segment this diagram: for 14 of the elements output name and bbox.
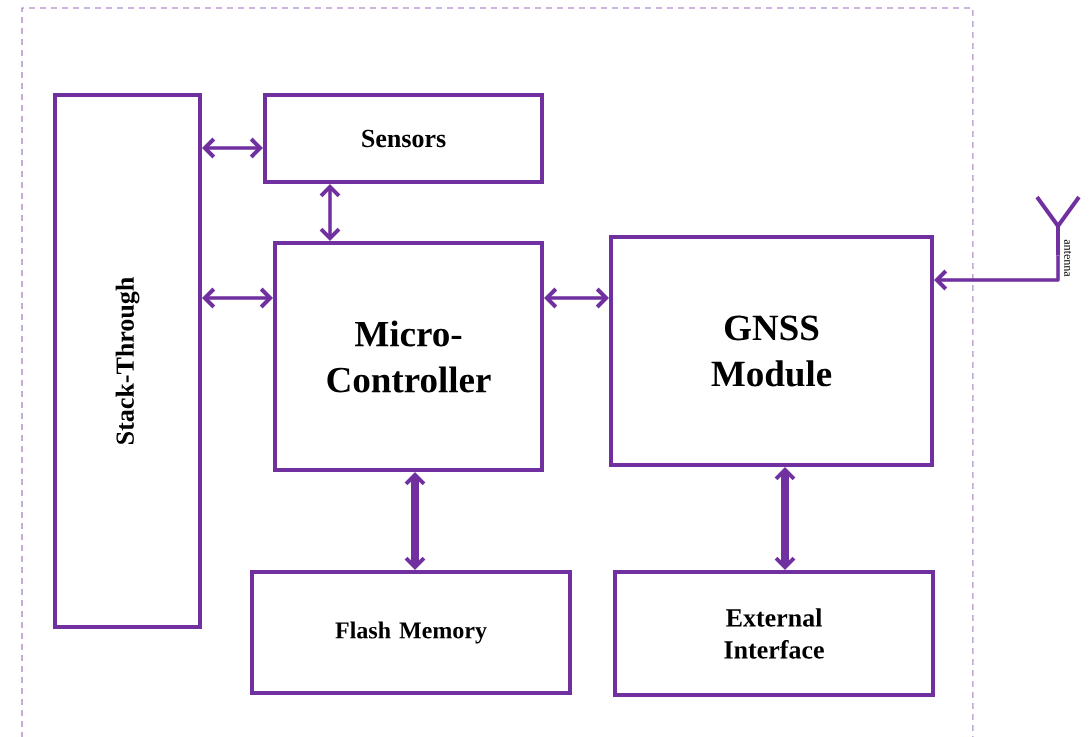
arrow: [774, 467, 796, 570]
block-box: Micro- Controller: [273, 241, 544, 472]
block-box: External Interface: [613, 570, 935, 697]
arrow: [202, 287, 273, 309]
arrow: [934, 255, 1060, 291]
block-box: Sensors: [263, 93, 544, 184]
block-box: Flash Memory: [250, 570, 572, 695]
arrow: [319, 184, 341, 241]
arrow: [202, 137, 263, 159]
antenna-label: antenna: [1064, 239, 1072, 277]
arrow: [404, 472, 426, 570]
block-box: Stack-Through: [53, 93, 202, 629]
block-box: GNSS Module: [609, 235, 934, 467]
arrow: [544, 287, 609, 309]
